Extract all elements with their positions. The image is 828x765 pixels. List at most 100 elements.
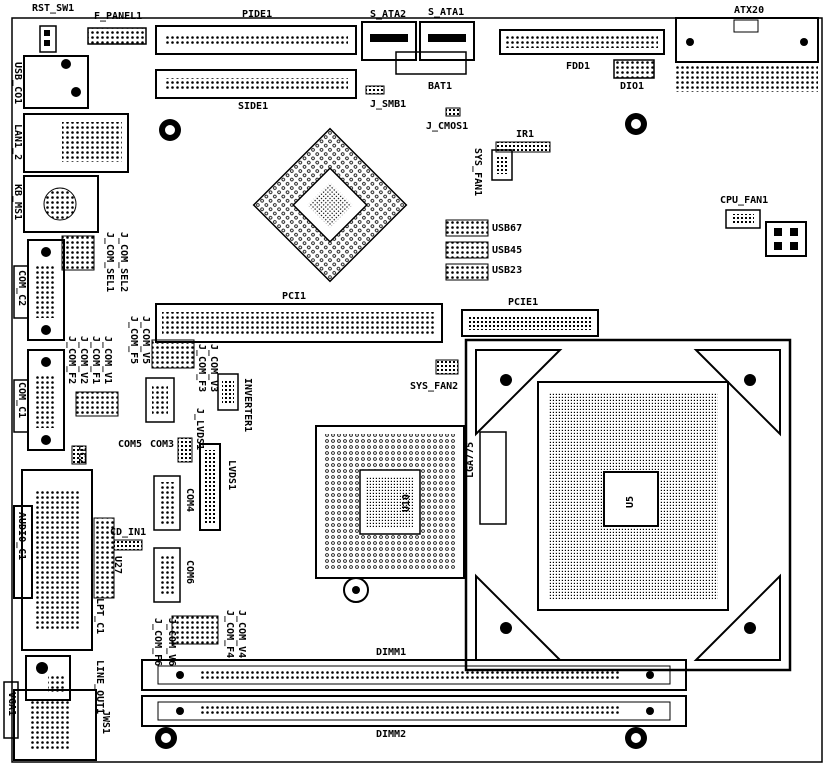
label-pci1: PCI1 (282, 291, 307, 302)
usb-co1-connector[interactable] (23, 55, 89, 109)
kb-ms1-connector[interactable] (23, 175, 99, 233)
label-s-ata2: S_ATA2 (370, 9, 407, 20)
label-line-out1: LINE_OUT1 (94, 660, 105, 715)
label-j-com-f5: J_COM_F5 (128, 316, 139, 365)
label-cd-in1: CD_IN1 (110, 527, 147, 538)
label-sys-fan1: SYS_FAN1 (472, 148, 483, 197)
lga775-socket[interactable] (464, 338, 792, 672)
u10-chip (315, 425, 465, 603)
label-usb-co1: USB_CO1 (12, 62, 23, 105)
usb45-header[interactable] (445, 241, 489, 259)
label-usb67: USB67 (492, 223, 523, 234)
label-fdd1: FDD1 (566, 61, 591, 72)
label-j-com-f2: J_COM_F2 (66, 336, 77, 385)
usb23-header[interactable] (445, 263, 489, 281)
label-f-panel1: F_PANEL1 (94, 11, 143, 22)
sys-fan1-header[interactable] (491, 149, 513, 181)
label-com-c2: COM_C2 (16, 270, 27, 307)
label-dio1: DIO1 (620, 81, 645, 92)
label-j-com-sel2: J_COM_SEL2 (118, 232, 129, 293)
label-u10: U10 (401, 493, 412, 512)
label-usb23: USB23 (492, 265, 523, 276)
s-ata1-connector[interactable] (419, 21, 475, 61)
ir1-header[interactable] (495, 141, 551, 153)
label-cpu-fan1: CPU_FAN1 (720, 195, 769, 206)
northbridge-chip (252, 127, 408, 283)
label-j-com-v3: J_COM_V3 (208, 344, 219, 393)
label-atx20: ATX20 (734, 5, 765, 16)
label-jc2: JC2 (76, 446, 87, 465)
label-kb-ms1: KB_MS1 (12, 184, 23, 221)
label-sys-fan2: SYS_FAN2 (410, 381, 459, 392)
dimm2-slot[interactable] (141, 695, 687, 727)
j-smb1-header[interactable] (365, 85, 385, 95)
com4-header[interactable] (153, 475, 181, 531)
u5-chip (603, 471, 659, 527)
f-panel1-header[interactable] (87, 27, 147, 45)
label-inverter1: INVERTER1 (242, 378, 253, 433)
sys-fan2-header[interactable] (435, 359, 459, 375)
label-com4: COM4 (184, 488, 195, 513)
cpu-fan1-header[interactable] (725, 209, 761, 229)
lpt-c1-connector[interactable] (21, 469, 93, 651)
pci1-slot[interactable] (155, 303, 443, 343)
label-j-com-sel1: J_COM_SEL1 (104, 232, 115, 293)
board-outline (11, 17, 823, 763)
s-ata2-connector[interactable] (361, 21, 417, 61)
label-j-com-f1: J_COM_F1 (90, 336, 101, 385)
label-side1: SIDE1 (238, 101, 269, 112)
cd-in1-header[interactable] (113, 539, 143, 551)
lvds1-connector[interactable] (199, 443, 221, 531)
label-pcie1: PCIE1 (508, 297, 539, 308)
label-j-lvds1: J_LVDS1 (194, 408, 205, 451)
lan1-2-connector[interactable] (23, 113, 129, 173)
jc2-jumper[interactable] (71, 445, 87, 465)
label-com6: COM6 (184, 560, 195, 585)
label-lpt-c1: LPT_C1 (94, 598, 105, 635)
atx20-power-connector[interactable] (675, 17, 819, 63)
label-s-ata1: S_ATA1 (428, 7, 465, 18)
label-pide1: PIDE1 (242, 9, 273, 20)
label-rst-sw1: RST_SW1 (32, 3, 75, 14)
label-audio-c1: AUDIO_C1 (16, 512, 27, 561)
j-lvds1-jumper[interactable] (177, 437, 193, 463)
label-dimm2: DIMM2 (376, 729, 407, 740)
dimm1-slot[interactable] (141, 659, 687, 691)
com3-header[interactable] (145, 377, 175, 423)
inverter1-header[interactable] (217, 373, 239, 411)
label-j-com-f4: J_COM_F4 (224, 610, 235, 659)
audio-c1-connector[interactable] (13, 505, 33, 599)
fdd1-connector[interactable] (499, 29, 665, 55)
label-j-com-v4: J_COM_V4 (236, 610, 247, 659)
bat1-battery (395, 51, 467, 75)
j-com-v6-f6-jumpers[interactable] (171, 615, 219, 645)
dio1-header[interactable] (613, 59, 655, 79)
label-lga775: LGA775 (465, 441, 476, 478)
label-j-com-v1: J_COM_V1 (102, 336, 113, 385)
label-ir1: IR1 (516, 129, 535, 140)
label-u27: U27 (112, 556, 123, 575)
rst-sw1-header[interactable] (39, 25, 57, 53)
pide1-connector[interactable] (155, 25, 357, 55)
label-j-com-v2: J_COM_V2 (78, 336, 89, 385)
label-j-com-v5: J_COM_V5 (140, 316, 151, 365)
side1-connector[interactable] (155, 69, 357, 99)
vga1-connector[interactable] (13, 689, 97, 761)
pcie1-slot[interactable] (461, 309, 599, 337)
atx12v-connector[interactable] (765, 221, 807, 257)
label-lvds1: LVDS1 (226, 460, 237, 491)
label-j-com-f3: J_COM_F3 (196, 344, 207, 393)
label-jws1: JWS1 (100, 710, 111, 735)
j-com-sel-headers[interactable] (61, 235, 95, 271)
label-dimm1: DIMM1 (376, 647, 407, 658)
usb67-header[interactable] (445, 219, 489, 237)
u27-chip (93, 517, 115, 599)
com5-header[interactable] (75, 391, 119, 417)
label-j-cmos1: J_CMOS1 (426, 121, 469, 132)
label-vga1: VGA1 (6, 692, 17, 717)
label-j-com-f6: J_COM_F6 (152, 618, 163, 667)
j-cmos1-header[interactable] (445, 107, 461, 117)
j-com-v5-f5-jumpers[interactable] (151, 339, 195, 369)
com6-header[interactable] (153, 547, 181, 603)
